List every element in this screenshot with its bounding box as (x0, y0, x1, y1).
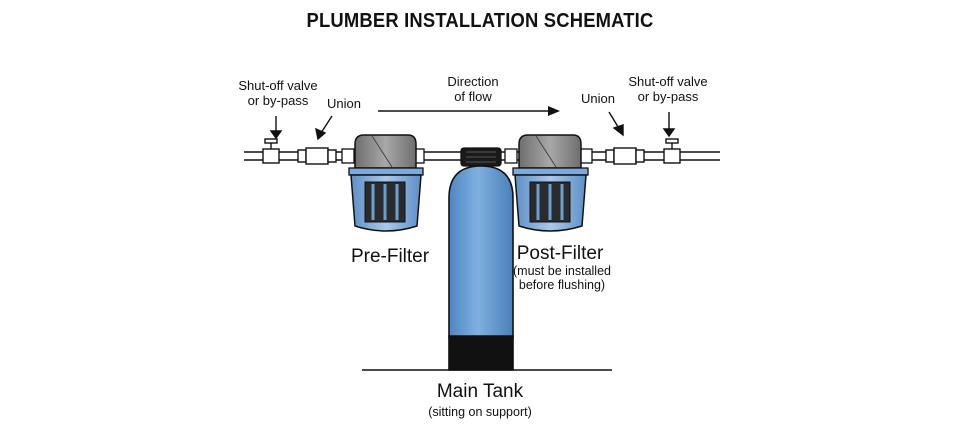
diagram-title: PLUMBER INSTALLATION SCHEMATIC (306, 10, 654, 32)
union-left-label: Union (327, 96, 361, 111)
post-filter-label: Post-Filter (516, 243, 604, 264)
pre-filter-label: Pre-Filter (350, 246, 430, 267)
union-right (605, 147, 645, 165)
pre-filter (341, 134, 425, 232)
pointer-arrows (269, 111, 676, 141)
post-filter-note: (must be installed before flushing) (513, 264, 611, 293)
flow-direction-arrow (378, 106, 560, 116)
shutoff-valve-left (262, 138, 280, 164)
union-right-label: Union (581, 91, 615, 106)
main-tank-note: (sitting on support) (428, 405, 532, 419)
post-filter (504, 134, 593, 232)
union-left (297, 147, 337, 165)
direction-of-flow-label: Direction of flow (447, 74, 499, 104)
main-tank-label: Main Tank (436, 381, 524, 402)
shutoff-valve-right-label: Shut-off valve or by-pass (628, 74, 708, 104)
shutoff-valve-left-label: Shut-off valve or by-pass (238, 78, 318, 108)
shutoff-valve-right (663, 138, 681, 164)
main-tank (448, 147, 514, 371)
